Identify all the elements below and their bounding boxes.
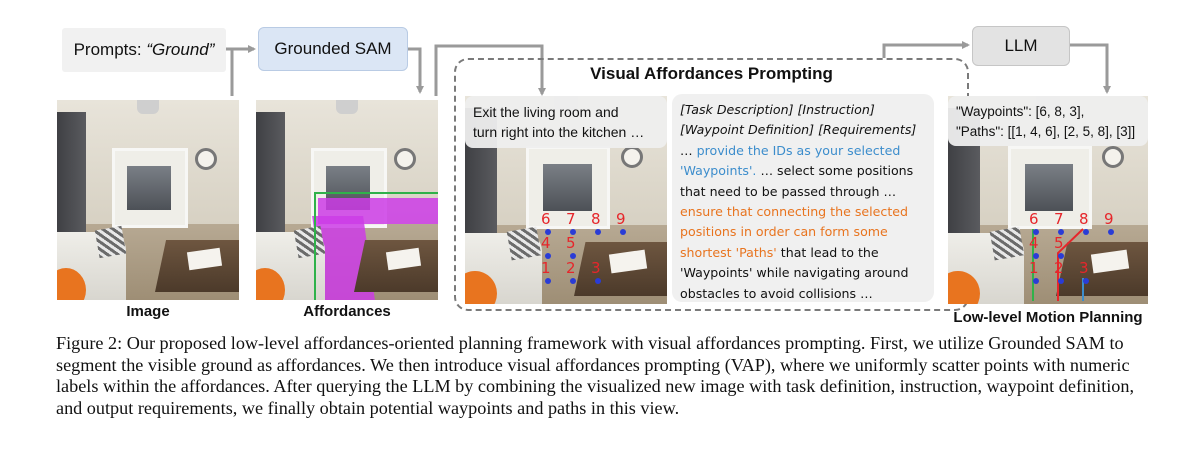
llm-to-output-arrow bbox=[1070, 43, 1111, 94]
point-dot bbox=[595, 229, 601, 235]
instruction-bubble: Exit the living room and turn right into… bbox=[465, 96, 667, 148]
path-lines bbox=[1032, 228, 1084, 301]
figure-caption: Figure 2: Our proposed low-level afforda… bbox=[56, 333, 1135, 418]
prompt-label: Prompts: bbox=[73, 40, 142, 59]
prompt-line: positions in order can form some bbox=[680, 224, 888, 240]
point-label: 9 bbox=[616, 210, 626, 228]
prompt-line: 'Waypoints'. … select some positions bbox=[680, 163, 914, 179]
prompt-value: “Ground” bbox=[146, 40, 215, 59]
point-label: 1 bbox=[1029, 259, 1039, 277]
affordances-image bbox=[256, 100, 438, 300]
prompt-line: obstacles to avoid collisions … bbox=[680, 285, 873, 301]
grounded-sam-box: Grounded SAM bbox=[258, 27, 408, 71]
vap-prompt-text: [Task Description] [Instruction] [Waypoi… bbox=[672, 94, 934, 302]
point-dot bbox=[570, 278, 576, 284]
point-label: 2 bbox=[566, 259, 576, 277]
point-label: 5 bbox=[566, 234, 576, 252]
point-label: 2 bbox=[1054, 259, 1064, 277]
point-dot bbox=[1058, 229, 1064, 235]
vap-title: Visual Affordances Prompting bbox=[590, 64, 833, 83]
point-dot bbox=[570, 253, 576, 259]
point-label: 6 bbox=[1029, 210, 1039, 228]
instruction-line-1: Exit the living room and bbox=[473, 104, 619, 120]
affordances-to-vap-arrow bbox=[434, 44, 546, 96]
point-label: 1 bbox=[541, 259, 551, 277]
point-label: 5 bbox=[1054, 234, 1064, 252]
point-label: 7 bbox=[566, 210, 576, 228]
point-dot bbox=[545, 229, 551, 235]
vap-to-llm-arrow bbox=[882, 41, 970, 58]
low-level-label: Low-level Motion Planning bbox=[953, 309, 1143, 326]
point-dot bbox=[620, 229, 626, 235]
point-dot bbox=[1033, 229, 1039, 235]
point-dot bbox=[1058, 253, 1064, 259]
prompt-line: ensure that connecting the selected bbox=[680, 204, 909, 220]
point-dot bbox=[1033, 278, 1039, 284]
point-dot bbox=[545, 253, 551, 259]
point-label: 7 bbox=[1054, 210, 1064, 228]
point-label: 4 bbox=[541, 234, 551, 252]
instruction-line-2: turn right into the kitchen … bbox=[473, 124, 645, 140]
prompt-line: shortest 'Paths' that lead to the bbox=[680, 244, 879, 260]
llm-box: LLM bbox=[972, 26, 1070, 66]
point-dot bbox=[595, 278, 601, 284]
output-bubble: "Waypoints": [6, 8, 3], "Paths": [[1, 4,… bbox=[948, 96, 1148, 146]
point-label: 3 bbox=[591, 259, 601, 277]
point-dot bbox=[1083, 278, 1089, 284]
point-label: 8 bbox=[591, 210, 601, 228]
point-dot bbox=[1058, 278, 1064, 284]
prompt-line: … provide the IDs as your selected bbox=[680, 142, 901, 158]
input-image bbox=[57, 100, 239, 300]
point-label: 8 bbox=[1079, 210, 1089, 228]
point-label: 3 bbox=[1079, 259, 1089, 277]
point-label: 4 bbox=[1029, 234, 1039, 252]
prompt-line: 'Waypoints' while navigating around bbox=[680, 265, 909, 281]
point-dot bbox=[1083, 229, 1089, 235]
image-label: Image bbox=[126, 303, 170, 320]
affordances-label: Affordances bbox=[303, 303, 391, 320]
output-line-2: "Paths": [[1, 4, 6], [2, 5, 8], [3]] bbox=[956, 124, 1136, 139]
prompt-box: Prompts: “Ground” bbox=[62, 28, 226, 72]
prompt-line: that need to be passed through … bbox=[680, 183, 897, 199]
prompt-line: [Task Description] [Instruction] bbox=[680, 102, 875, 117]
prompt-line: [Waypoint Definition] [Requirements] bbox=[680, 122, 917, 138]
point-dot bbox=[1033, 253, 1039, 259]
output-line-1: "Waypoints": [6, 8, 3], bbox=[956, 104, 1085, 119]
sam-to-affordances-arrow bbox=[408, 47, 424, 94]
point-label: 6 bbox=[541, 210, 551, 228]
point-dot bbox=[1108, 229, 1114, 235]
point-dot bbox=[545, 278, 551, 284]
bbox-outline bbox=[314, 192, 438, 300]
point-label: 9 bbox=[1104, 210, 1114, 228]
point-dot bbox=[570, 229, 576, 235]
